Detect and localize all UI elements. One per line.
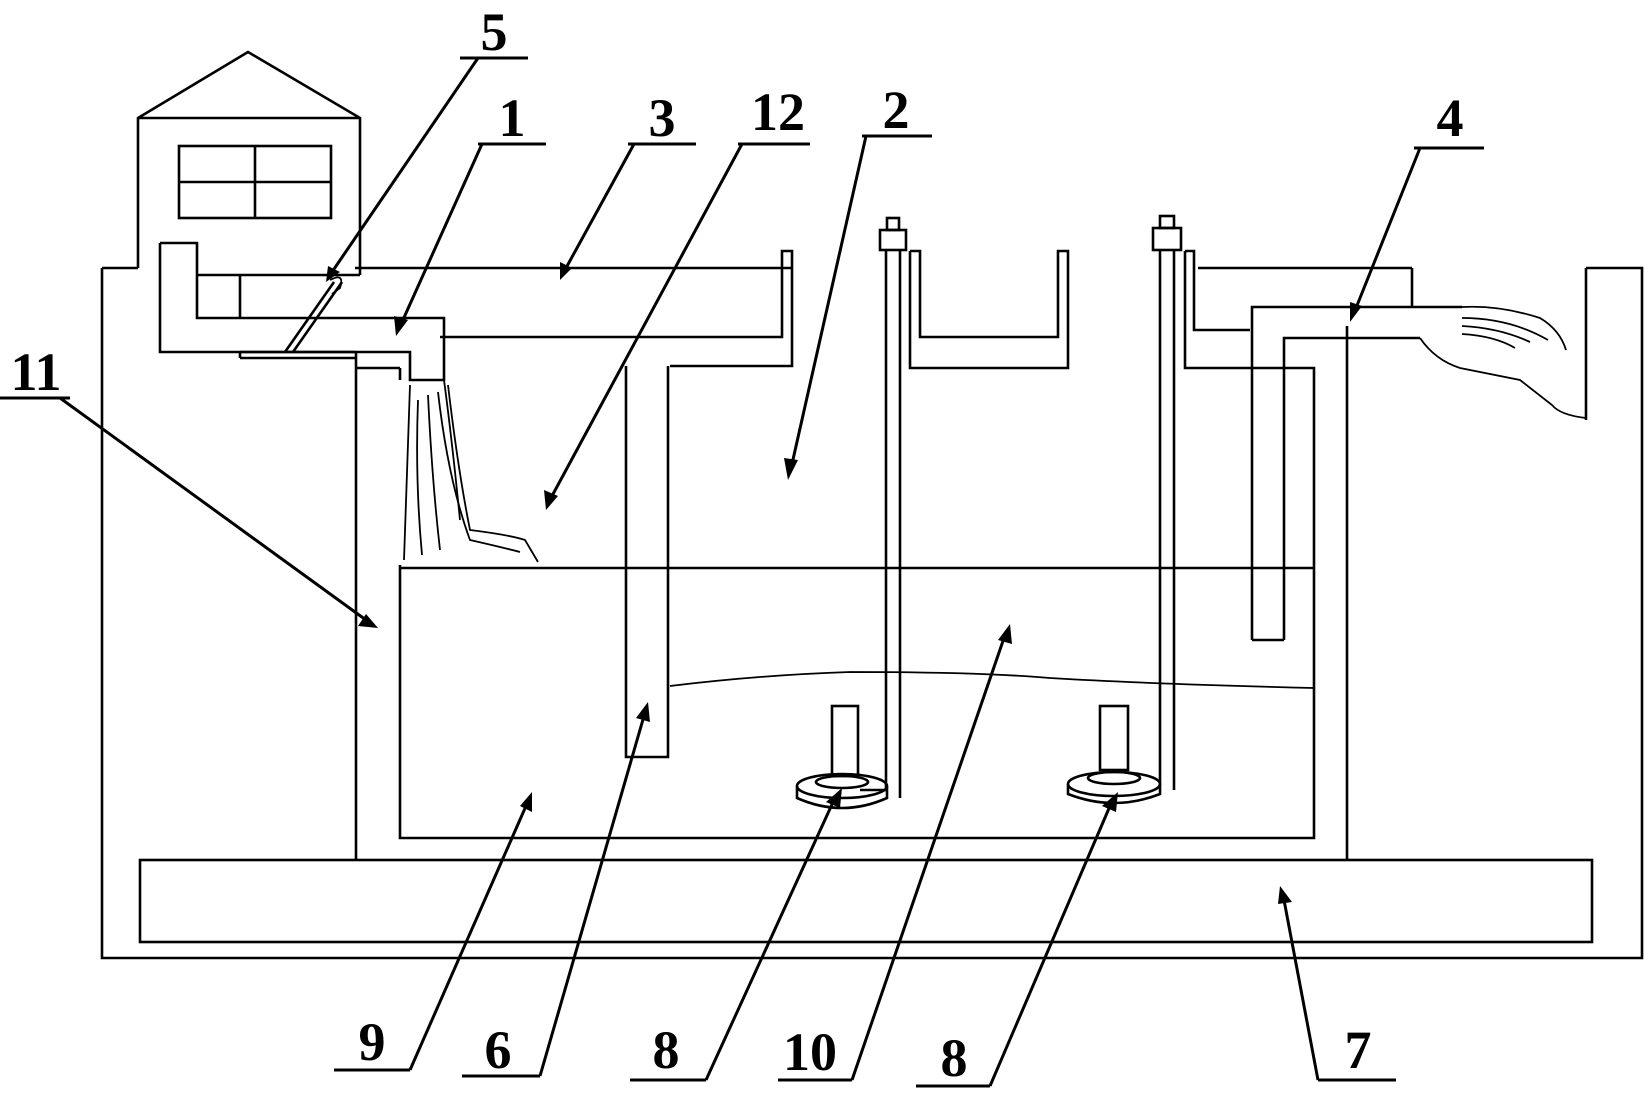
agitator-left [795,216,908,810]
callout-label: 6 [485,1020,512,1080]
callout-8-left: 8 [630,788,842,1082]
callout-label: 7 [1345,1020,1372,1080]
dosing-valve [283,276,344,353]
callout-label: 9 [359,1012,386,1072]
callout-11: 11 [0,342,378,628]
agitator-right [1066,214,1183,805]
callout-8-right: 8 [916,792,1118,1088]
callout-2: 2 [784,80,932,480]
callout-9: 9 [334,792,532,1072]
right-chamber-wall [1345,268,1588,860]
callout-label: 11 [10,342,61,402]
callout-label: 2 [883,80,910,140]
callout-label: 4 [1437,88,1464,148]
callout-1: 1 [394,88,546,336]
callout-label: 1 [499,88,526,148]
callout-label: 8 [941,1028,968,1088]
top-trough [355,249,1282,370]
base-plate [138,858,1594,944]
callout-6: 6 [462,702,650,1080]
callout-label: 12 [751,82,805,142]
inlet-pipe [158,241,446,382]
outlet-pipe [1250,268,1462,642]
control-house [136,50,362,277]
callout-4: 4 [1350,88,1484,322]
outer-housing [100,266,1644,960]
callout-label: 3 [649,88,676,148]
callout-label: 8 [653,1020,680,1080]
callout-label: 10 [783,1022,837,1082]
baffle-pipe [624,366,670,759]
callout-5: 5 [326,2,528,282]
callout-3: 3 [560,88,696,280]
outlet-discharge [1419,305,1587,419]
callout-7: 7 [1278,886,1396,1082]
callout-10: 10 [778,624,1012,1082]
inner-tank [398,366,1316,840]
callout-12: 12 [544,82,810,510]
water-outflow [403,379,539,563]
callout-label: 5 [481,2,508,62]
